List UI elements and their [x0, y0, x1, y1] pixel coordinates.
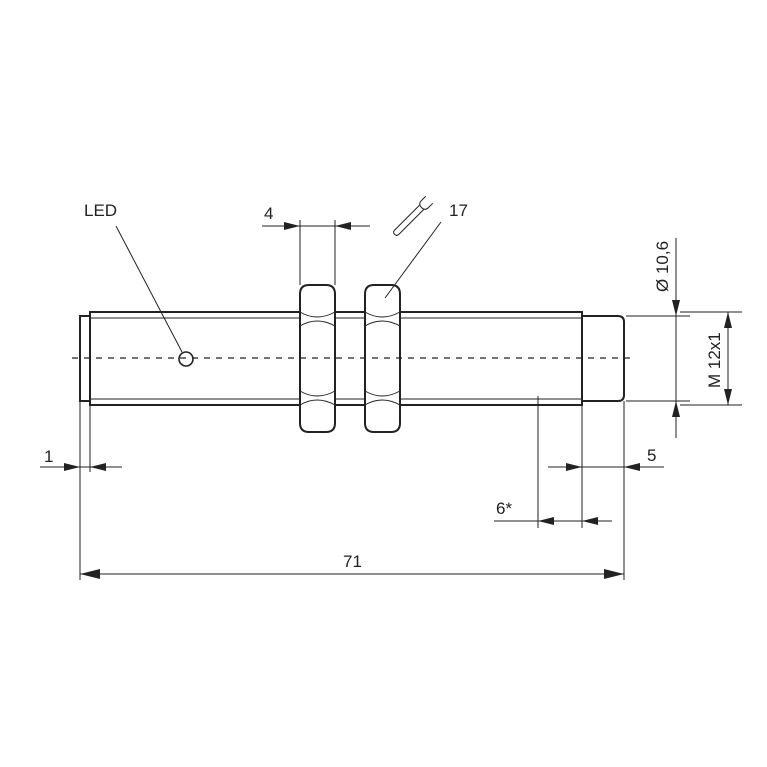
sensing-offset-label: 6*: [496, 499, 512, 518]
nut-width-label: 4: [264, 204, 273, 223]
sensing-offset-dimension: 6*: [494, 396, 612, 528]
total-length-dimension: 71: [80, 401, 625, 580]
diameter-label: Ø 10,6: [653, 241, 672, 292]
wrench-size-label: 17: [449, 201, 468, 220]
thread-dimension: M 12x1: [680, 311, 742, 406]
led-label: LED: [84, 201, 117, 220]
total-length-label: 71: [343, 552, 362, 571]
flange-dimension: 1: [40, 401, 122, 580]
nut-width-dimension: 4: [262, 204, 370, 285]
led-indicator: [178, 351, 194, 367]
front-cap-dimension: 5: [548, 405, 664, 528]
nut-right: [364, 284, 401, 433]
thread-label: M 12x1: [705, 332, 724, 388]
wrench-icon: [393, 195, 434, 236]
flange-label: 1: [44, 447, 53, 466]
diameter-dimension: Ø 10,6: [626, 238, 690, 438]
front-cap-label: 5: [647, 446, 656, 465]
wrench-size-annotation: 17: [384, 195, 468, 299]
led-leader-line: [115, 225, 183, 353]
